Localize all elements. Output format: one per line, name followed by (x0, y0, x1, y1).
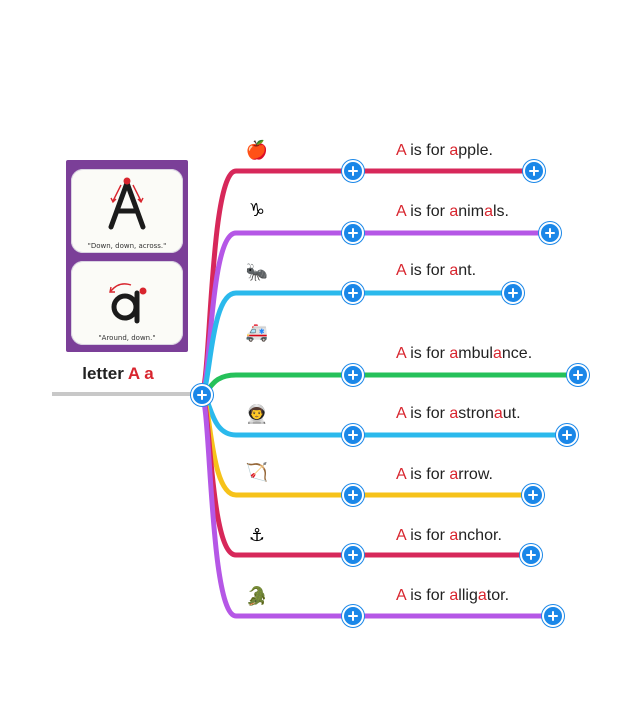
label-middle: is for (405, 262, 450, 279)
label-middle: is for (405, 345, 450, 362)
label-letter: A (396, 405, 406, 422)
label-letter: A (396, 587, 406, 604)
label-period: . (527, 345, 533, 362)
label-word: alligator (449, 587, 505, 604)
branch-connector-ambulance (198, 372, 581, 397)
label-period: . (516, 405, 521, 422)
branch-label-anchor[interactable]: A is for anchor. (396, 527, 502, 545)
branch-label-animals[interactable]: A is for animals. (396, 203, 509, 221)
anchor-icon: ⚓ (248, 525, 266, 546)
root-label-letters: A a (127, 364, 154, 383)
branch-connector-alligator (198, 391, 556, 619)
label-middle: is for (405, 405, 450, 422)
add-after-button-anchor[interactable] (520, 544, 542, 566)
root-topic-label[interactable]: letter A a (56, 364, 180, 384)
add-child-button-anchor[interactable] (342, 544, 364, 566)
astronaut-icon: 👨‍🚀 (245, 404, 269, 425)
label-word: ambulance (449, 345, 528, 362)
label-letter: A (396, 527, 406, 544)
label-word: apple (449, 142, 489, 159)
branch-label-astronaut[interactable]: A is for astronaut. (396, 405, 521, 423)
label-middle: is for (405, 466, 450, 483)
lowercase-a-stroke-diagram (109, 283, 147, 324)
label-letter: A (396, 345, 406, 362)
uppercase-letter-tile: "Down, down, across." (71, 169, 183, 253)
branch-connector-animals (198, 230, 553, 397)
add-after-button-ambulance[interactable] (567, 364, 589, 386)
uppercase-a-stroke-diagram (108, 177, 146, 230)
label-word: astronaut (449, 405, 517, 422)
root-image-card: "Down, down, across." "Around, down." (66, 160, 188, 352)
label-middle: is for (405, 142, 450, 159)
ambulance-icon: 🚑 (245, 322, 269, 343)
ant-icon: 🐜 (245, 262, 269, 283)
add-child-button-apple[interactable] (342, 160, 364, 182)
branch-label-arrow[interactable]: A is for arrow. (396, 466, 493, 484)
label-period: . (504, 587, 510, 604)
add-after-button-alligator[interactable] (542, 605, 564, 627)
add-child-button-alligator[interactable] (342, 605, 364, 627)
add-after-button-apple[interactable] (523, 160, 545, 182)
add-child-button-animals[interactable] (342, 222, 364, 244)
label-letter: A (396, 142, 406, 159)
root-label-prefix: letter (82, 364, 128, 383)
add-child-button-ambulance[interactable] (342, 364, 364, 386)
apple-icon: 🍎 (245, 140, 269, 161)
label-letter: A (396, 203, 406, 220)
label-middle: is for (405, 527, 450, 544)
label-word: arrow (449, 466, 489, 483)
add-after-button-animals[interactable] (539, 222, 561, 244)
add-child-button-astronaut[interactable] (342, 424, 364, 446)
add-child-button-arrow[interactable] (342, 484, 364, 506)
label-middle: is for (405, 587, 450, 604)
crocodile-icon: 🐊 (245, 586, 269, 607)
branch-label-apple[interactable]: A is for apple. (396, 142, 493, 160)
branch-label-ambulance[interactable]: A is for ambulance. (396, 345, 532, 363)
bow-and-arrow-icon: 🏹 (245, 462, 269, 483)
add-after-button-arrow[interactable] (522, 484, 544, 506)
branch-label-ant[interactable]: A is for ant. (396, 262, 476, 280)
lowercase-caption: "Around, down." (98, 334, 156, 342)
label-middle: is for (405, 203, 450, 220)
add-child-button-ant[interactable] (342, 282, 364, 304)
label-period: . (488, 466, 493, 483)
lowercase-letter-tile: "Around, down." (71, 261, 183, 345)
label-word: anchor (449, 527, 498, 544)
label-word: ant (449, 262, 472, 279)
root-add-button[interactable] (191, 384, 213, 406)
add-after-button-ant[interactable] (502, 282, 524, 304)
label-letter: A (396, 466, 406, 483)
label-word: animals (449, 203, 505, 220)
branch-label-alligator[interactable]: A is for alligator. (396, 587, 509, 605)
uppercase-caption: "Down, down, across." (87, 242, 167, 250)
label-period: . (471, 262, 477, 279)
label-period: . (504, 203, 509, 220)
capricorn-icon: ♑ (248, 200, 266, 221)
add-after-button-astronaut[interactable] (556, 424, 578, 446)
label-period: . (488, 142, 493, 159)
label-period: . (497, 527, 502, 544)
label-letter: A (396, 262, 406, 279)
